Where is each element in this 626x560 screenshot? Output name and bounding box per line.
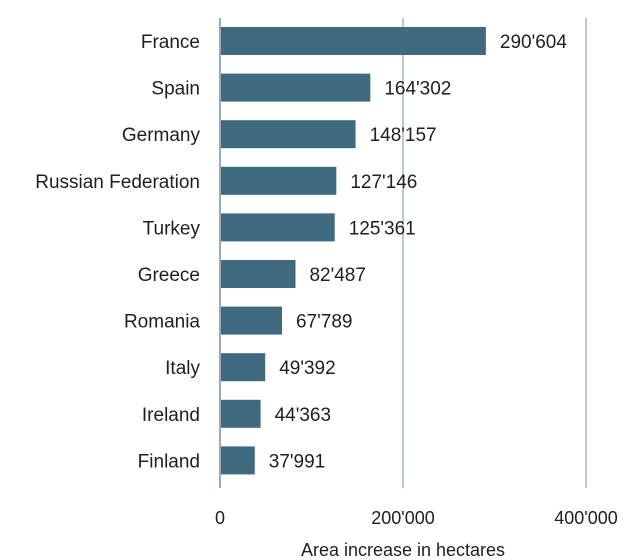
grid-lines [219, 18, 587, 488]
bar-3 [221, 166, 337, 195]
x-tick-label-1: 200'000 [371, 508, 435, 528]
value-labels: 290'604 164'302 148'157 127'146 125'361 82'48… [269, 32, 568, 472]
x-tick-labels: 0 200'000 400'000 [215, 508, 618, 528]
value-label-0: 290'604 [500, 32, 567, 53]
value-label-5: 82'487 [309, 265, 365, 286]
x-tick-label-0: 0 [215, 508, 225, 528]
bar-8 [221, 399, 261, 428]
category-label-5: Greece [138, 265, 200, 286]
bar-4 [221, 213, 335, 242]
category-label-6: Romania [124, 312, 200, 333]
value-label-2: 148'157 [370, 125, 437, 146]
bar-2 [221, 120, 356, 149]
value-label-7: 49'392 [279, 358, 335, 379]
category-label-0: France [141, 32, 200, 53]
bars [221, 27, 486, 475]
value-label-8: 44'363 [275, 405, 331, 426]
category-label-2: Germany [122, 125, 201, 146]
bar-5 [221, 260, 296, 288]
bar-6 [221, 306, 283, 335]
bar-0 [221, 27, 486, 55]
category-label-1: Spain [151, 79, 200, 100]
value-label-3: 127'146 [350, 172, 417, 193]
value-label-6: 67'789 [296, 312, 352, 333]
category-label-9: Finland [138, 451, 200, 472]
bar-7 [221, 353, 266, 382]
category-label-4: Turkey [143, 218, 201, 239]
category-label-8: Ireland [142, 405, 200, 426]
value-label-1: 164'302 [384, 79, 451, 100]
value-label-4: 125'361 [349, 218, 416, 239]
bar-9 [221, 446, 255, 475]
value-label-9: 37'991 [269, 451, 325, 472]
category-label-3: Russian Federation [35, 172, 200, 193]
x-axis-title: Area increase in hectares [301, 540, 505, 560]
category-label-7: Italy [165, 358, 200, 379]
x-tick-label-2: 400'000 [554, 508, 618, 528]
bar-1 [221, 73, 371, 102]
